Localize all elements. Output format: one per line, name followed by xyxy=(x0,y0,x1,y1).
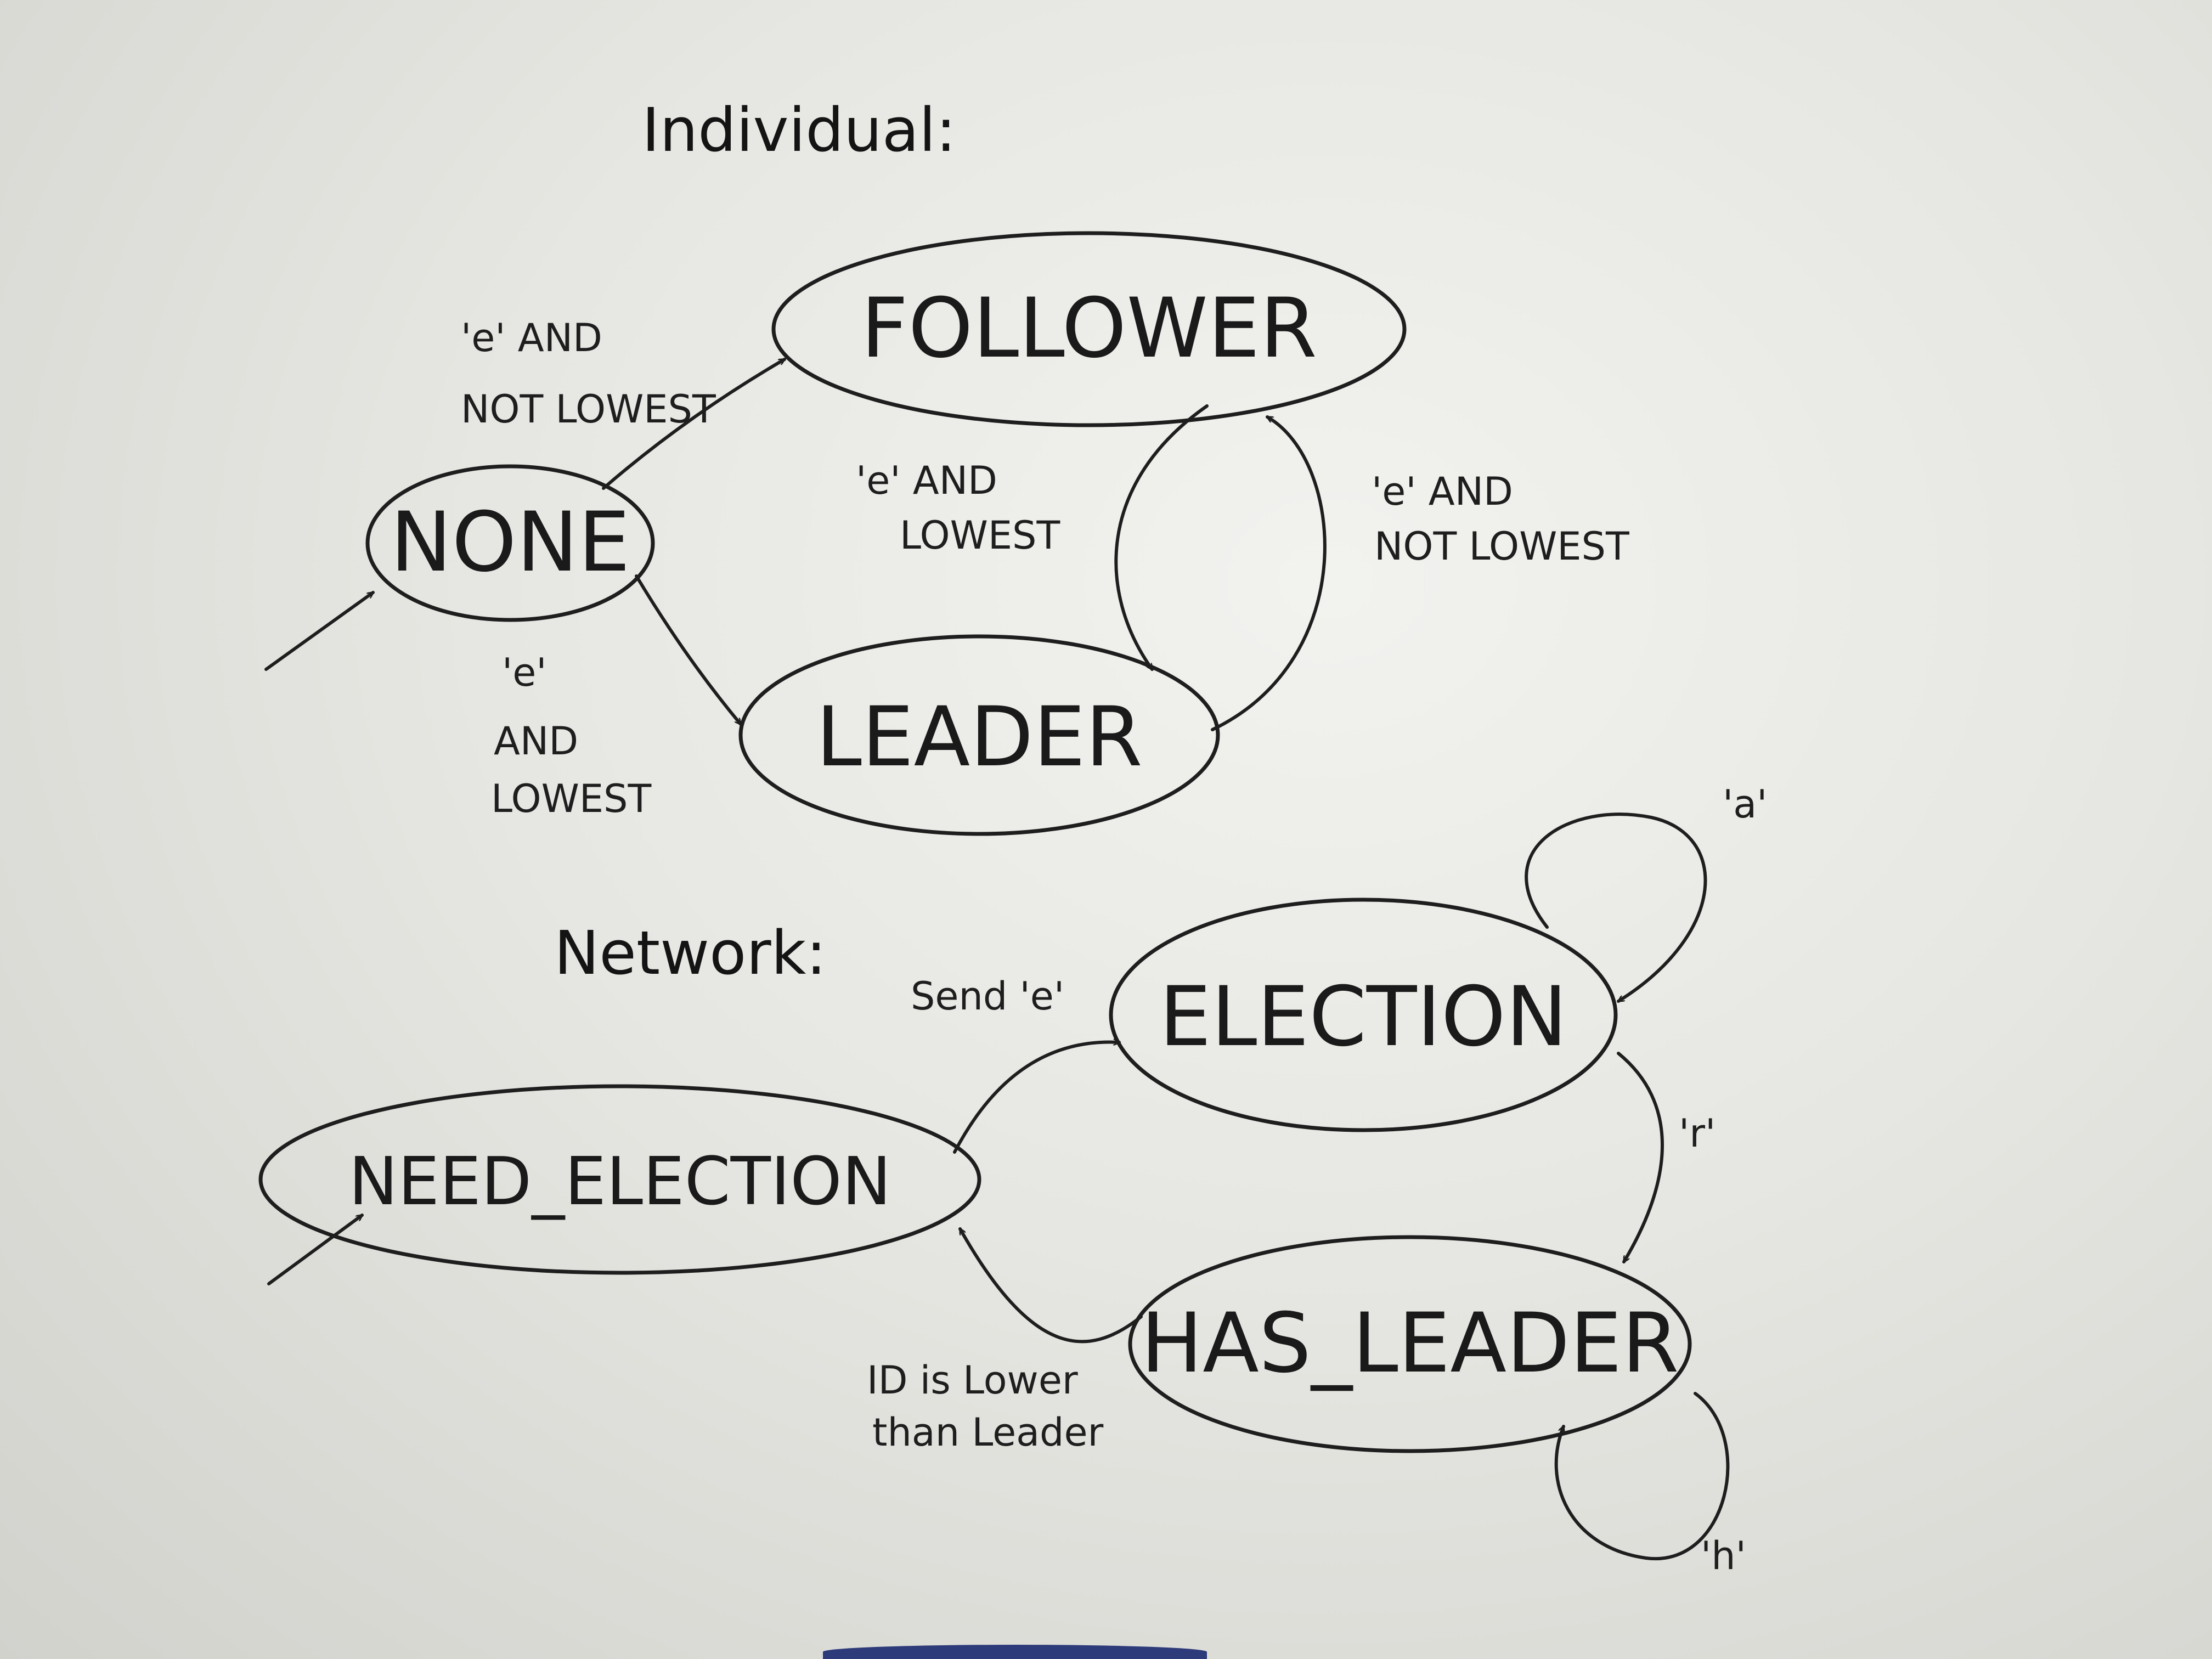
state-has-leader-label: HAS_LEADER xyxy=(1141,1296,1679,1391)
edge-none-to-follower-label-2: NOT LOWEST xyxy=(461,387,716,432)
edge-election-to-has-leader xyxy=(1617,1052,1664,1262)
edge-follower-to-leader-label-1: 'e' AND xyxy=(856,458,997,503)
edge-none-to-leader-label-1: 'e' xyxy=(502,650,547,695)
edge-leader-to-follower-label-2: NOT LOWEST xyxy=(1374,524,1629,569)
state-none-label: NONE xyxy=(390,495,630,590)
edge-none-to-follower-label-1: 'e' AND xyxy=(461,315,602,360)
edge-has-leader-to-need-label-1: ID is Lower xyxy=(867,1358,1078,1403)
marker-tray xyxy=(823,1645,1207,1659)
state-leader xyxy=(738,634,1220,836)
edge-none-to-follower xyxy=(602,358,785,490)
state-none xyxy=(365,464,655,622)
state-election-label: ELECTION xyxy=(1159,969,1567,1065)
edge-leader-to-follower-label-1: 'e' AND xyxy=(1372,469,1513,514)
edge-follower-to-leader-label-2: LOWEST xyxy=(900,513,1060,558)
edge-none-to-leader-label-2: AND xyxy=(494,719,578,764)
edge-has-leader-self-loop xyxy=(1554,1392,1730,1561)
edge-election-self-loop xyxy=(1525,812,1707,1003)
edge-has-leader-to-need-label-2: than Leader xyxy=(872,1410,1104,1455)
edge-leader-to-follower xyxy=(1211,415,1327,731)
individual-title: Individual: xyxy=(642,95,956,165)
edge-follower-to-leader xyxy=(1114,404,1209,669)
initial-arrow-need-election xyxy=(267,1214,362,1285)
edge-need-to-election xyxy=(953,1042,1121,1154)
state-has-leader xyxy=(1128,1235,1692,1453)
state-follower-label: FOLLOWER xyxy=(861,281,1317,376)
edge-election-self-loop-label: 'a' xyxy=(1723,782,1767,827)
edge-has-leader-self-loop-label: 'h' xyxy=(1701,1533,1746,1578)
state-need-election-label: NEED_ELECTION xyxy=(348,1144,891,1220)
edge-need-to-election-label: Send 'e' xyxy=(911,974,1064,1019)
edge-none-to-leader xyxy=(635,574,742,726)
network-title: Network: xyxy=(554,918,826,988)
state-follower xyxy=(771,231,1407,427)
initial-arrow-none xyxy=(264,591,373,671)
state-leader-label: LEADER xyxy=(816,690,1142,785)
edge-election-to-has-leader-label: 'r' xyxy=(1679,1111,1716,1156)
edge-has-leader-to-need xyxy=(958,1229,1143,1344)
state-need-election xyxy=(258,1084,981,1275)
state-election xyxy=(1109,898,1618,1132)
edge-none-to-leader-label-3: LOWEST xyxy=(491,776,651,821)
